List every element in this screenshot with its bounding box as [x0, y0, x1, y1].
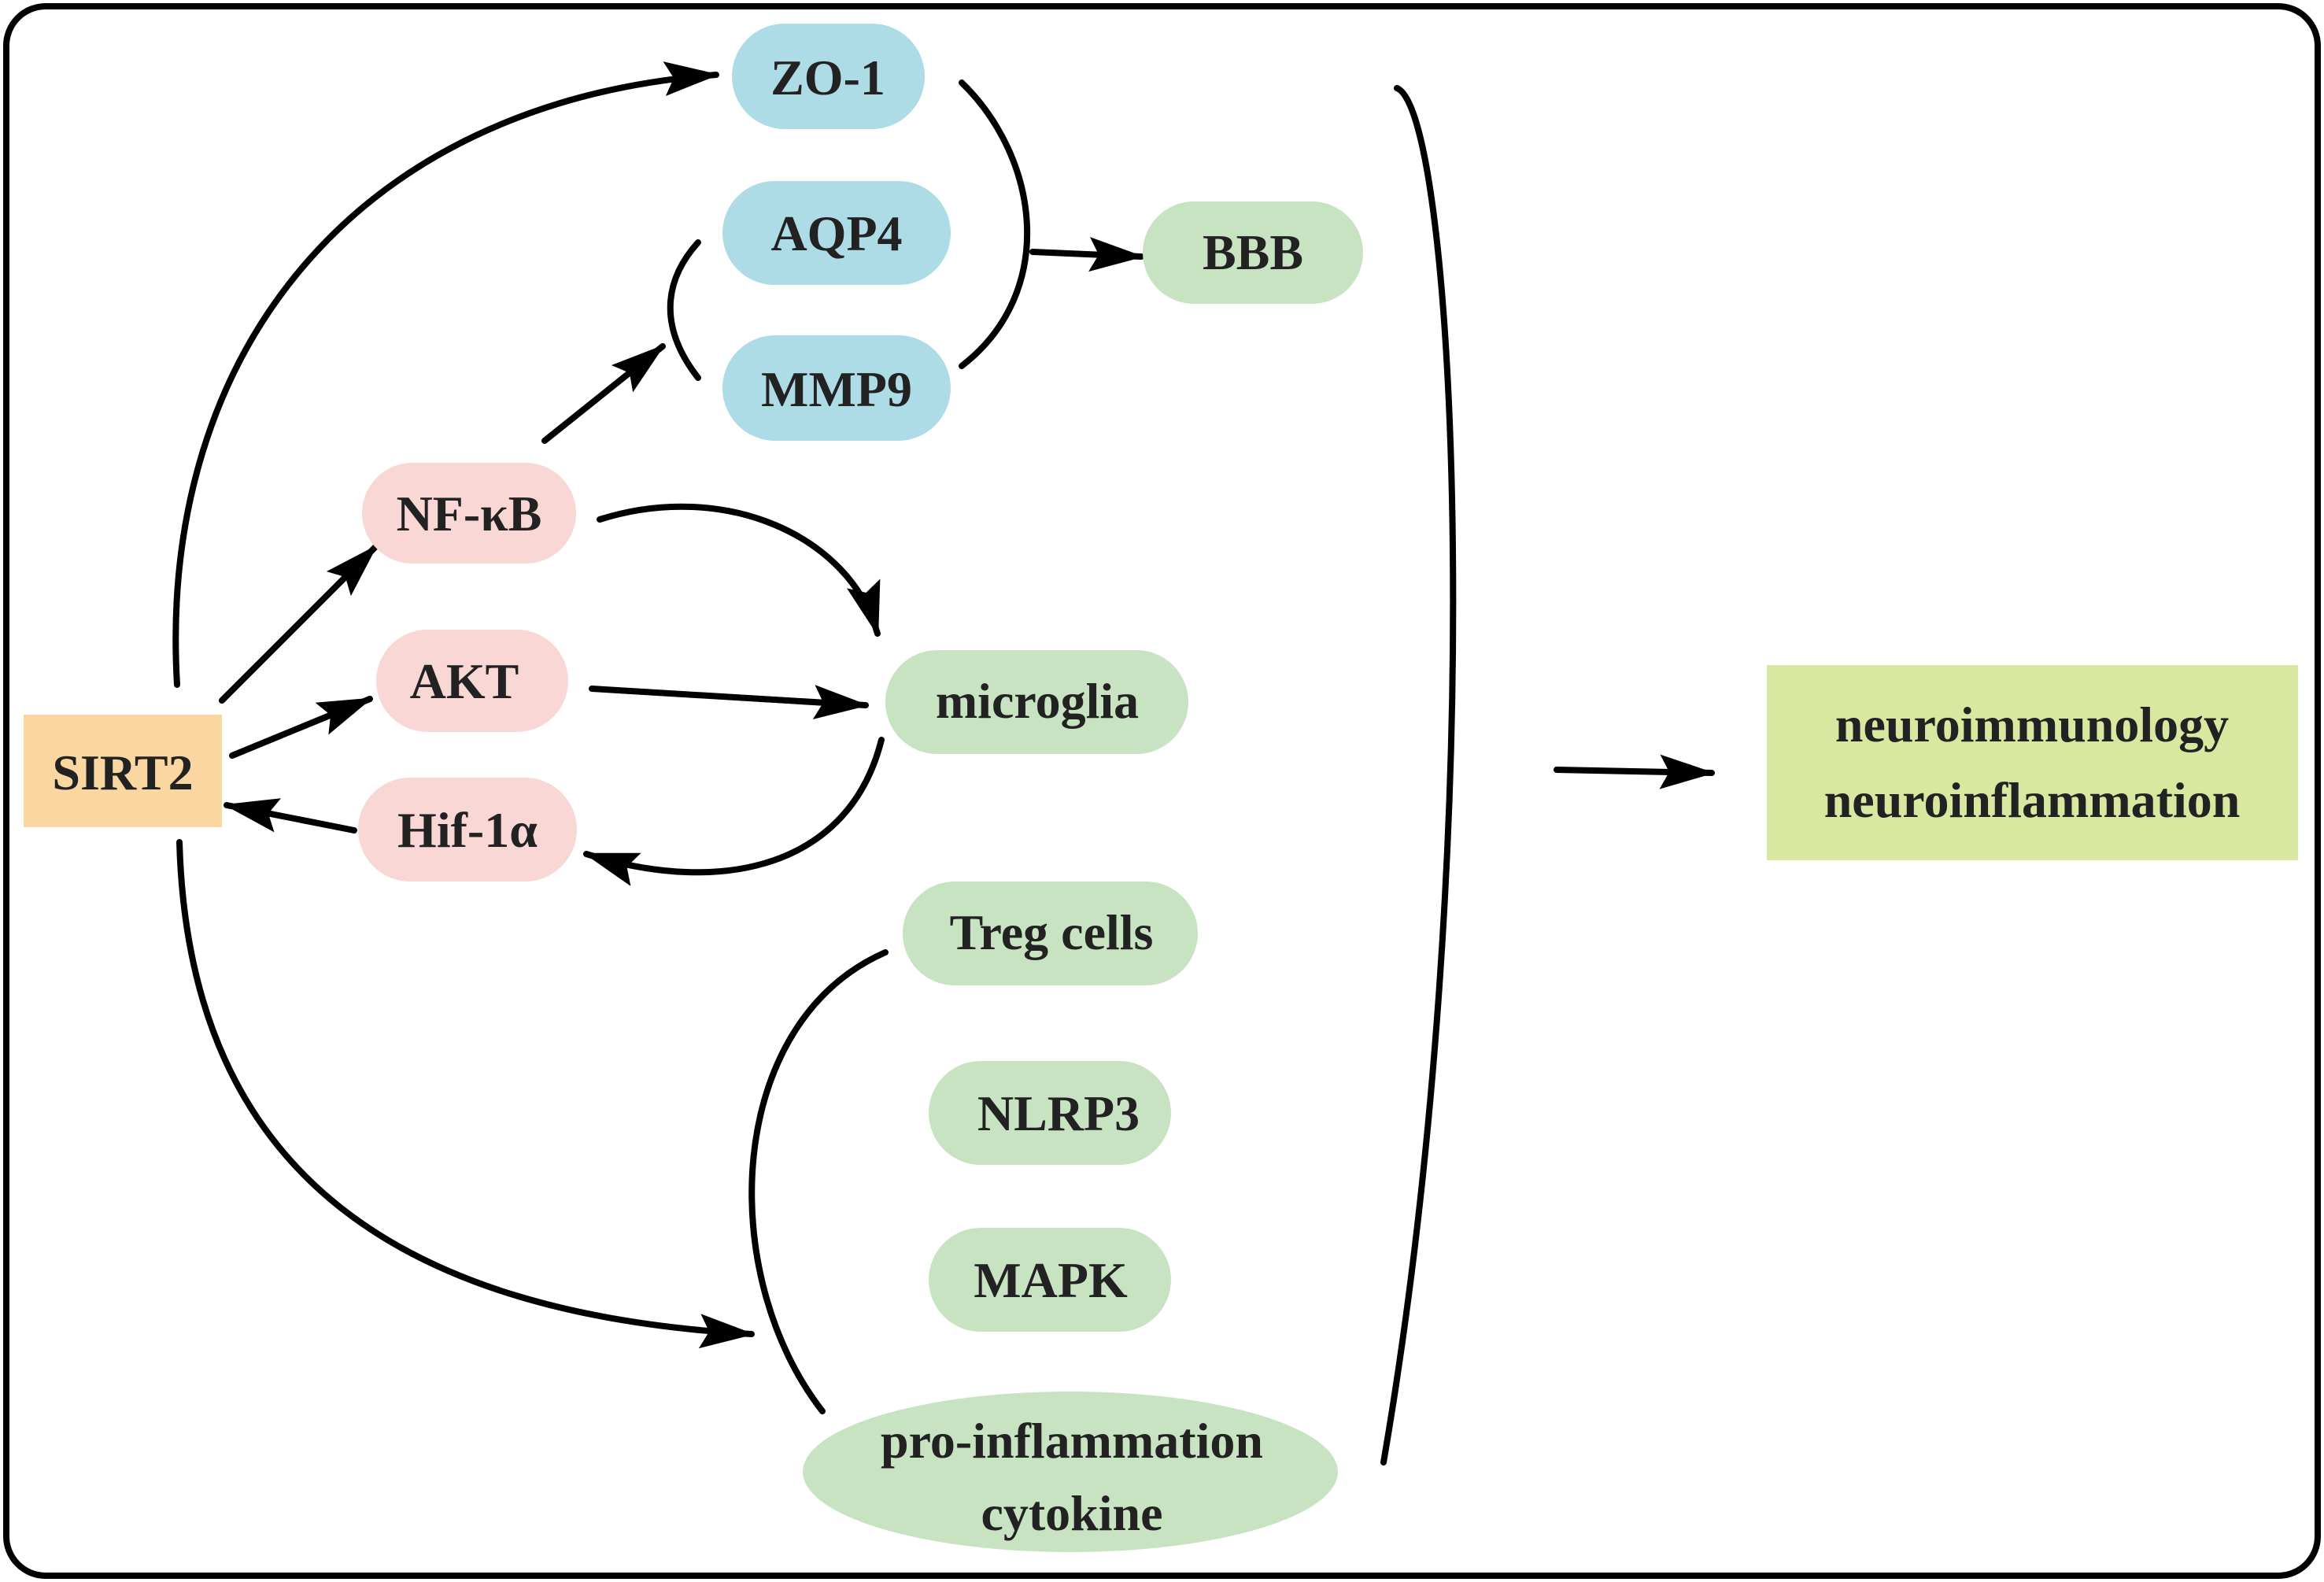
- arrow-hif1a-to-sirt2: [224, 798, 357, 834]
- node-mapk-pill: [929, 1228, 1171, 1332]
- node-zo1-pill: [732, 24, 925, 129]
- bracket-zo1-to-mmp9: [959, 79, 1031, 369]
- node-pro-inflammation-cytokine: pro-inflammation cytokine: [803, 1392, 1338, 1552]
- node-zo1: ZO-1: [732, 24, 925, 129]
- connectors: [172, 61, 1715, 1466]
- node-treg-cells-label: Treg cells: [950, 904, 1154, 960]
- node-mapk-label: MAPK: [974, 1252, 1128, 1308]
- node-sirt2-box: [24, 715, 222, 827]
- arrow-nfkb-to-aqp4-mmp9: [541, 343, 666, 444]
- node-mmp9-pill: [722, 335, 951, 441]
- node-cytokine-label-line2: cytokine: [981, 1485, 1162, 1541]
- node-outcome-box: [1767, 665, 2298, 860]
- node-nfkb-pill: [362, 463, 576, 564]
- arrow-to-outcome: [1554, 754, 1715, 789]
- node-bbb-label: BBB: [1203, 224, 1303, 280]
- node-hif1a: Hif-1α: [358, 778, 577, 882]
- node-treg-cells-pill: [903, 882, 1198, 985]
- node-mapk: MAPK: [929, 1228, 1171, 1332]
- node-bbb: BBB: [1143, 201, 1363, 304]
- bracket-treg-to-cytokine: [748, 949, 889, 1414]
- arrow-sirt2-to-zo1: [172, 61, 719, 688]
- bracket-big-right: [1380, 85, 1457, 1466]
- bracket-aqp4-mmp9: [667, 239, 701, 381]
- node-hif1a-pill: [358, 778, 577, 882]
- node-outcome: neuroimmunology neuroinflammation: [1767, 665, 2298, 860]
- node-hif1a-label: Hif-1α: [397, 802, 538, 858]
- node-mmp9: MMP9: [722, 335, 951, 441]
- node-aqp4-label: AQP4: [770, 205, 902, 261]
- node-sirt2-label: SIRT2: [52, 745, 193, 800]
- node-zo1-label: ZO-1: [770, 50, 885, 105]
- node-nfkb-label: NF-κB: [397, 486, 542, 542]
- node-akt: AKT: [376, 630, 568, 732]
- arrow-microglia-to-hif1a: [583, 737, 885, 886]
- arrow-sirt2-to-nfkb: [219, 544, 379, 704]
- arrow-nfkb-to-microglia: [597, 503, 881, 637]
- node-outcome-label-line1: neuroimmunology: [1835, 697, 2229, 752]
- node-nfkb: NF-κB: [362, 463, 576, 564]
- node-cytokine-label-line1: pro-inflammation: [881, 1413, 1263, 1469]
- arrow-sirt2-to-cytokines: [176, 839, 755, 1349]
- node-microglia-label: microglia: [936, 673, 1139, 729]
- node-treg-cells: Treg cells: [903, 882, 1198, 985]
- node-microglia-pill: [885, 650, 1188, 754]
- node-aqp4-pill: [722, 181, 951, 285]
- node-outcome-label-line2: neuroinflammation: [1824, 772, 2241, 828]
- node-akt-label: AKT: [410, 653, 519, 709]
- node-akt-pill: [376, 630, 568, 732]
- node-nlrp3-pill: [929, 1061, 1171, 1165]
- diagram-frame: [3, 3, 2321, 1579]
- node-nlrp3-label: NLRP3: [977, 1085, 1140, 1141]
- arrow-sirt2-to-akt: [229, 696, 373, 759]
- node-mmp9-label: MMP9: [761, 361, 912, 417]
- arrow-akt-to-microglia: [589, 685, 869, 719]
- node-cytokine-ellipse: [803, 1392, 1338, 1552]
- node-sirt2: SIRT2: [24, 715, 222, 827]
- node-aqp4: AQP4: [722, 181, 951, 285]
- arrow-group-to-bbb: [1029, 237, 1144, 272]
- node-microglia: microglia: [885, 650, 1188, 754]
- node-bbb-pill: [1143, 201, 1363, 304]
- node-nlrp3: NLRP3: [929, 1061, 1171, 1165]
